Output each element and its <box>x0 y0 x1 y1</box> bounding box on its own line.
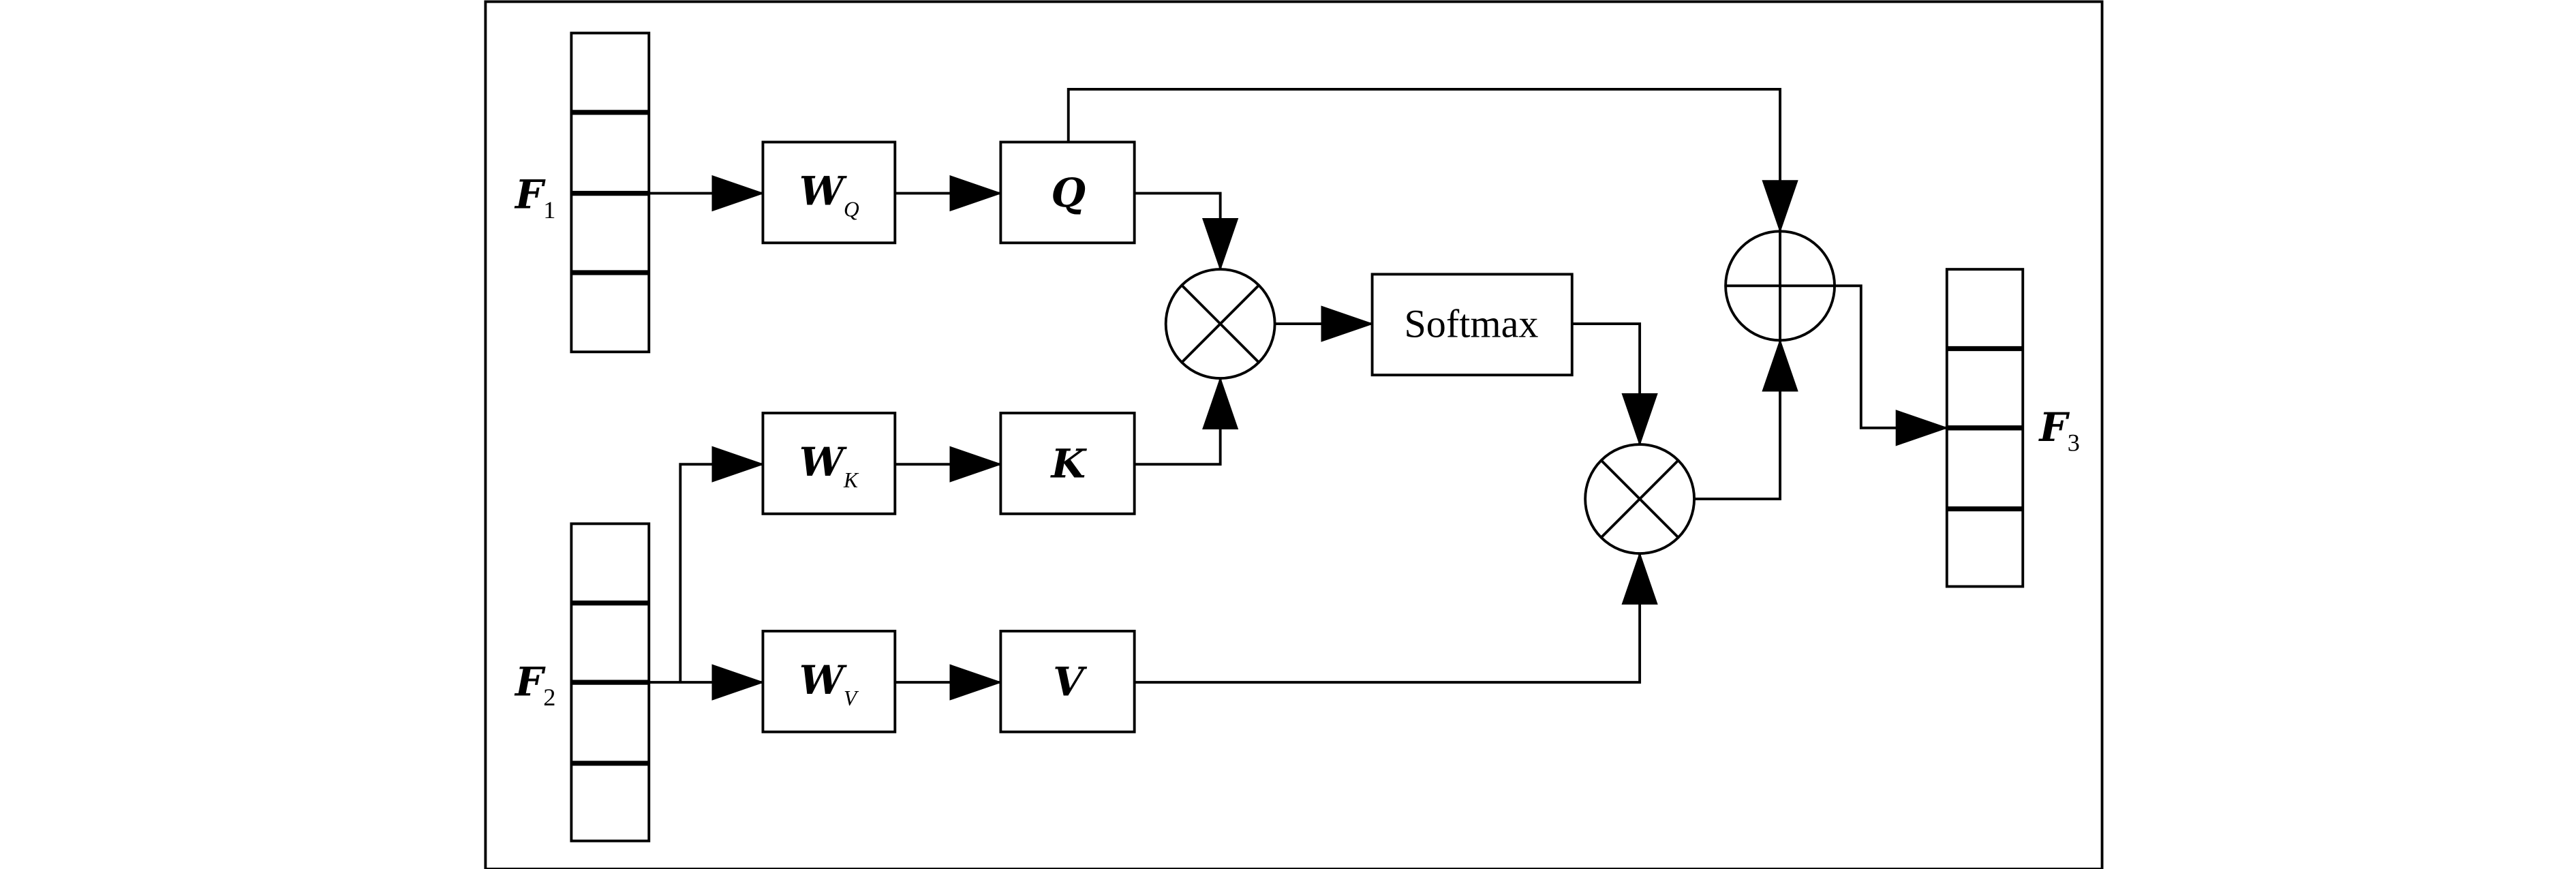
outer-frame <box>484 0 2104 869</box>
value-box: V <box>999 630 1136 733</box>
query-box: Q <box>999 140 1136 245</box>
svg-text:Softmax: Softmax <box>1404 301 1538 346</box>
svg-text:Q: Q <box>1051 169 1086 216</box>
input-stack-f1 <box>570 31 651 354</box>
svg-text:WQ: WQ <box>799 168 859 222</box>
svg-text:V: V <box>1053 658 1088 705</box>
output-stack-f3 <box>1945 268 2025 588</box>
input-stack-f2 <box>570 522 651 842</box>
svg-text:WK: WK <box>799 438 859 492</box>
label-f2: F2 <box>514 658 555 711</box>
multiply-circle-icon <box>1584 443 1696 555</box>
label-f1: F1 <box>514 170 555 224</box>
svg-text:K: K <box>1049 440 1087 487</box>
softmax-box: Softmax <box>1370 273 1574 377</box>
svg-text:WV: WV <box>799 656 859 710</box>
add-circle-icon <box>1724 230 1836 342</box>
weight-box-wk: WK <box>761 412 897 515</box>
weight-box-wv: WV <box>761 630 897 733</box>
multiply-circle-icon <box>1164 268 1276 380</box>
label-f3: F3 <box>2038 403 2080 457</box>
weight-box-wq: WQ <box>761 140 897 245</box>
connectors <box>649 87 1949 701</box>
key-box: K <box>999 412 1136 515</box>
